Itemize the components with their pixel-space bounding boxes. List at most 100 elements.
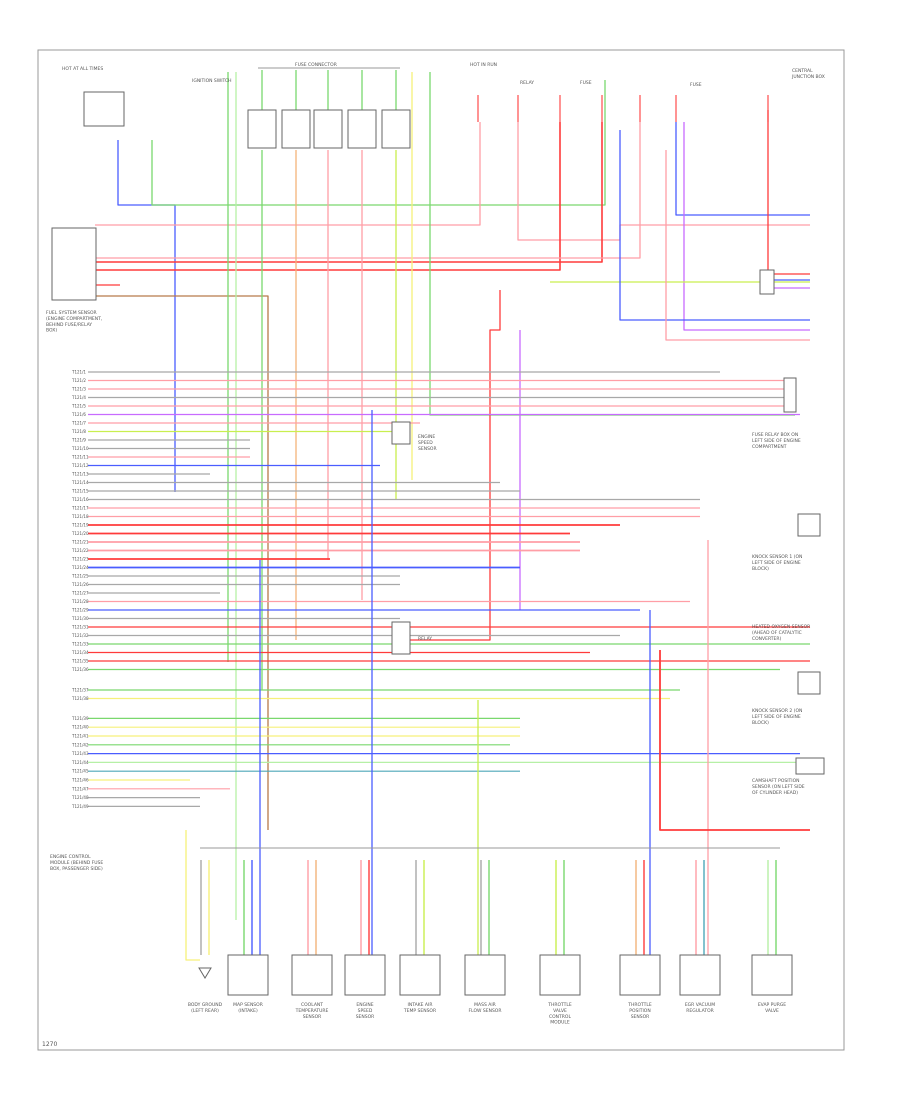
pin-label-24: T121/24 — [71, 565, 89, 570]
component-box-1 — [227, 954, 269, 996]
label-mid-relay: RELAY — [418, 636, 432, 642]
pin-label-29: T121/29 — [71, 608, 89, 613]
pin-label-14: T121/14 — [71, 480, 89, 485]
wire-pink-26 — [665, 150, 810, 341]
wire-red-16 — [95, 122, 561, 271]
pin-label-9: T121/9 — [71, 438, 86, 443]
pin-label-26: T121/26 — [71, 582, 89, 587]
pin-label-19: T121/19 — [71, 523, 89, 528]
component-box-2 — [291, 954, 333, 996]
central-junction-connector — [759, 269, 775, 295]
pin-label-43: T121/43 — [71, 751, 89, 756]
label-fuel-system-relay: FUEL SYSTEM SENSOR(ENGINE COMPARTMENT,BE… — [46, 310, 102, 334]
pin-label-27: T121/27 — [71, 591, 89, 596]
pin-label-38: T121/38 — [71, 696, 89, 701]
label-hot-in-run: HOT IN RUN — [470, 62, 497, 68]
pin-label-45: T121/45 — [71, 769, 89, 774]
knock-sensor-2 — [797, 671, 821, 695]
pin-label-49: T121/49 — [71, 804, 89, 809]
wire-blue-5 — [117, 140, 176, 492]
diagram-code: 1270 — [42, 1041, 57, 1048]
label-hot-at-all-times: HOT AT ALL TIMES — [62, 66, 103, 72]
pin-label-20: T121/20 — [71, 531, 89, 536]
wire-pink-15 — [517, 122, 810, 241]
label-ignition-switch: IGNITION SWITCH — [192, 78, 232, 84]
component-box-3 — [344, 954, 386, 996]
pin-label-44: T121/44 — [71, 760, 89, 765]
fuel-system-relay — [51, 227, 97, 301]
pin-label-11: T121/11 — [71, 455, 89, 460]
wire-blue-25 — [619, 130, 810, 321]
pin-label-41: T121/41 — [71, 734, 89, 739]
wires-layer — [88, 70, 810, 961]
label-bottom-2: MAP SENSOR(INTAKE) — [233, 1002, 263, 1014]
fuse-block-4 — [347, 109, 377, 149]
pin-label-6: T121/6 — [71, 412, 86, 417]
pin-label-2: T121/2 — [71, 378, 86, 383]
pin-label-22: T121/22 — [71, 548, 89, 553]
label-top-relay: RELAY — [520, 80, 534, 86]
component-box-7 — [619, 954, 661, 996]
pin-label-7: T121/7 — [71, 421, 86, 426]
wire-green-36 — [429, 72, 795, 416]
wire-red-114 — [659, 650, 810, 831]
components-layer — [51, 67, 825, 996]
pin-label-5: T121/5 — [71, 404, 86, 409]
fuse-relay-connector — [783, 377, 797, 413]
pin-label-3: T121/3 — [71, 387, 86, 392]
camshaft-sensor — [795, 757, 825, 775]
pin-label-36: T121/36 — [71, 667, 89, 672]
pin-label-1: T121/1 — [71, 370, 86, 375]
pin-label-37: T121/37 — [71, 688, 89, 693]
component-box-8 — [679, 954, 721, 996]
fuse-block-1 — [247, 109, 277, 149]
pin-label-35: T121/35 — [71, 659, 89, 664]
pin-label-30: T121/30 — [71, 616, 89, 621]
component-box-6 — [539, 954, 581, 996]
label-bottom-1: BODY GROUND(LEFT REAR) — [188, 1002, 223, 1014]
pin-label-8: T121/8 — [71, 429, 86, 434]
wire-green-6 — [151, 80, 606, 206]
pin-label-33: T121/33 — [71, 642, 89, 647]
component-box-9 — [751, 954, 793, 996]
wire-violet-20 — [683, 122, 810, 331]
wire-pink-14 — [95, 122, 481, 226]
pin-label-21: T121/21 — [71, 540, 89, 545]
pin-label-17: T121/17 — [71, 506, 89, 511]
wire-red-21 — [767, 110, 810, 275]
component-box-5 — [464, 954, 506, 996]
engine-speed-sensor — [391, 421, 411, 445]
pin-label-47: T121/47 — [71, 786, 89, 791]
pin-label-23: T121/23 — [71, 557, 89, 562]
labels-layer: T121/1T121/2T121/3T121/4T121/5T121/6T121… — [46, 62, 825, 1026]
body-ground — [198, 967, 212, 979]
knock-sensor-1 — [797, 513, 821, 537]
pin-label-39: T121/39 — [71, 716, 89, 721]
pin-label-16: T121/16 — [71, 497, 89, 502]
pin-label-42: T121/42 — [71, 742, 89, 747]
pin-label-18: T121/18 — [71, 514, 89, 519]
pin-label-10: T121/10 — [71, 446, 89, 451]
label-fuse-connector: FUSE CONNECTOR — [295, 62, 337, 68]
pin-label-15: T121/15 — [71, 489, 89, 494]
pin-label-32: T121/32 — [71, 633, 89, 638]
diagram-frame — [37, 49, 845, 1051]
wire-brown-27 — [95, 295, 269, 830]
wire-pink-18 — [95, 122, 641, 259]
fuse-block-3 — [313, 109, 343, 149]
pin-label-46: T121/46 — [71, 778, 89, 783]
label-top-fuse-1: FUSE — [580, 80, 592, 86]
